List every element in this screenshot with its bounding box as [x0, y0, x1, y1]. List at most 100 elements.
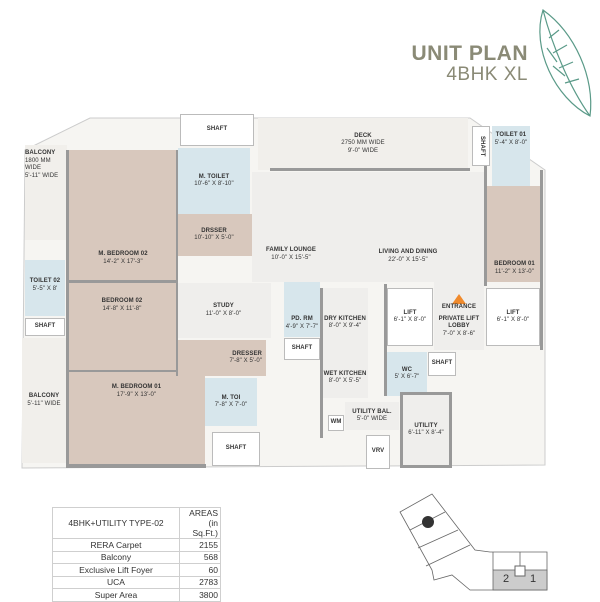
- wall: [540, 170, 543, 350]
- room-name: TOILET 01: [495, 132, 527, 138]
- room-dimensions: 5'-5" X 8': [32, 285, 58, 292]
- room-dimensions: 6'-1" X 8'-0": [496, 317, 530, 323]
- room-name: DECK: [354, 132, 372, 139]
- wall: [484, 166, 487, 286]
- room-dimensions: 5' X 6'-7": [394, 374, 420, 380]
- room-name: FAMILY LOUNGE: [266, 247, 316, 253]
- title-unit-type: 4BHK XL: [446, 64, 528, 85]
- wall: [384, 284, 387, 396]
- room-dimensions: 14'-8" X 11'-8": [102, 305, 142, 312]
- room-name: BALCONY: [28, 393, 60, 399]
- room-dimensions: 7'-8" X 7'-0": [214, 402, 248, 408]
- wall: [270, 168, 470, 171]
- room-dimensions: 6'-1" X 8'-0": [393, 317, 427, 323]
- room-dimensions: 5'-11" WIDE: [25, 172, 59, 179]
- room-name: SHAFT: [431, 360, 453, 367]
- room-dimensions: 10'-0" X 15'-5": [271, 254, 311, 261]
- room-name: UTILITY: [414, 422, 438, 429]
- room-name: LIFT: [506, 309, 520, 316]
- room-name: SHAFT: [34, 323, 56, 330]
- washing-machine: WM: [328, 415, 344, 431]
- room-name: WET KITCHEN: [323, 370, 367, 377]
- room-name: TOILET 02: [29, 278, 61, 284]
- shaft-left: SHAFT: [25, 318, 65, 336]
- room-name: BEDROOM 02: [101, 298, 143, 304]
- room-name: WC: [401, 366, 413, 373]
- room-name: SHAFT: [291, 345, 313, 352]
- room-dimensions: 7'-0" X 8'-6": [442, 330, 476, 337]
- room-name: STUDY: [213, 303, 234, 309]
- wall: [68, 370, 176, 372]
- shaft-powder-room: SHAFT: [284, 338, 320, 360]
- room-dimensions: 4'-9" X 7'-7": [285, 323, 319, 330]
- entrance-label: ENTRANCE: [441, 304, 477, 310]
- room-name: SHAFT: [478, 135, 485, 157]
- room-name: BEDROOM 01: [494, 261, 535, 267]
- room-name: DRY KITCHEN: [324, 315, 366, 322]
- room-name: PRIVATE LIFT LOBBY: [438, 315, 480, 330]
- key-plan-unit-2: 2: [503, 573, 510, 585]
- room-dimensions: 8'-0" X 9'-4": [328, 323, 362, 329]
- room-name: M. BEDROOM 02: [98, 251, 148, 257]
- key-plan: 2 1: [390, 490, 570, 600]
- room-name: DRSSER: [201, 227, 227, 234]
- room-dimensions: 5'-4" X 8'-0": [494, 139, 528, 146]
- room-dimensions: 8'-0" X 5'-5": [328, 378, 362, 384]
- room-name: PD. RM: [291, 316, 313, 322]
- wall: [66, 464, 206, 468]
- title-unit-plan: UNIT PLAN: [411, 42, 528, 65]
- room-name: DRESSER: [232, 350, 262, 357]
- room-name: M. BEDROOM 01: [111, 384, 162, 390]
- plan-title: UNIT PLAN 4BHK XL: [412, 42, 529, 86]
- room-dimensions: 14'-2" X 17'-3": [103, 258, 143, 265]
- room-name: SHAFT: [206, 126, 228, 133]
- room-dimensions: 22'-0" X 15'-5": [388, 256, 428, 263]
- room-dimensions: 2750 MM WIDE: [341, 140, 385, 147]
- room-dimensions: 5'-11" WIDE: [27, 400, 61, 407]
- room-dimensions: 7'-8" X 5'-0": [229, 358, 262, 364]
- room-name: WM: [330, 419, 342, 426]
- room-name: LIVING AND DINING: [378, 249, 438, 255]
- room-dimensions: 11'-0" X 8'-0": [205, 310, 242, 317]
- room-name: BALCONY: [25, 150, 56, 156]
- room-dimensions: 10'-10" X 5'-0": [194, 235, 234, 241]
- key-plan-outline: [399, 493, 548, 591]
- utility-balcony: UTILITY BAL.5'-0" WIDE: [345, 402, 399, 430]
- wall: [320, 288, 323, 438]
- key-plan-unit-1: 1: [530, 573, 537, 585]
- room-dimensions: 17'-9" X 13'-0": [116, 391, 157, 398]
- wall: [68, 280, 176, 283]
- shaft-right: SHAFT: [472, 126, 490, 166]
- room-name: SHAFT: [225, 445, 247, 452]
- leaf-icon: [539, 9, 592, 117]
- shaft-top: SHAFT: [180, 114, 254, 146]
- wall: [176, 150, 178, 376]
- room-dimensions: 11'-2" X 13'-0": [495, 268, 534, 275]
- room-dimensions: 6'-11" X 8'-4": [408, 430, 444, 436]
- room-dimensions: 9'-0" WIDE: [347, 147, 379, 154]
